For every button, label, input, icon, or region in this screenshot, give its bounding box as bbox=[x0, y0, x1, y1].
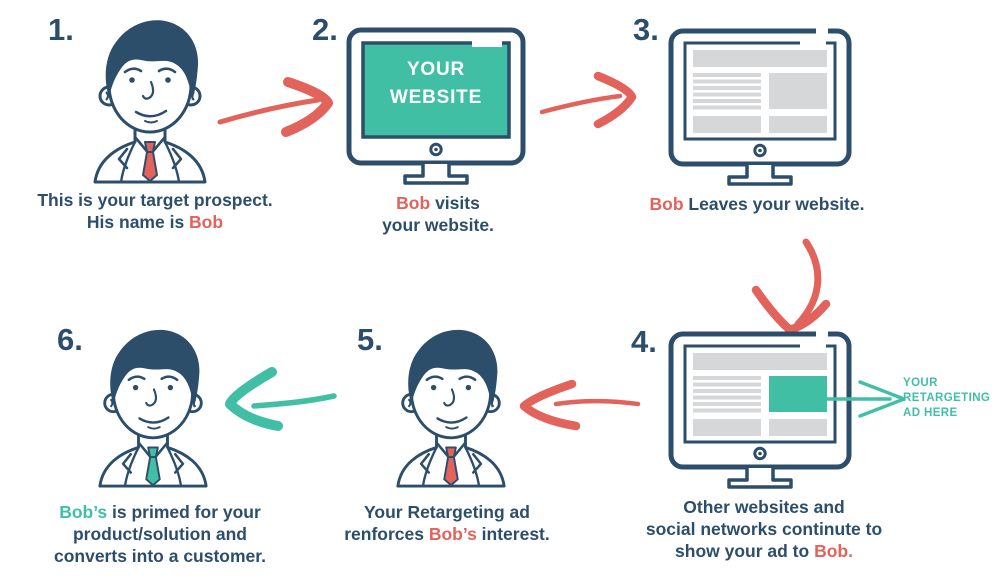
website-screen-label: YOUR WEBSITE bbox=[389, 59, 483, 108]
step-3-number: 3. bbox=[633, 12, 659, 47]
arrow-ad-callout-icon bbox=[824, 380, 906, 418]
step-6-number: 6. bbox=[57, 322, 83, 357]
arrow-step5-to-step6-icon bbox=[225, 367, 337, 431]
step-1-number: 1. bbox=[48, 12, 74, 47]
step-3-caption: Bob Leaves your website. bbox=[649, 194, 865, 214]
step-1-caption: This is your target prospect.His name is… bbox=[37, 190, 273, 232]
arrow-step2-to-step3-icon bbox=[539, 71, 637, 129]
arrow-step4-to-step5-icon bbox=[519, 379, 641, 431]
monitor-webpage-ad-icon bbox=[668, 331, 852, 489]
person-teal-tie-icon bbox=[98, 329, 208, 488]
arrow-step1-to-step2-icon bbox=[217, 77, 333, 137]
step-4-number: 4. bbox=[631, 324, 657, 359]
monitor-your-website-icon bbox=[346, 27, 526, 185]
retargeting-ad-callout-label: YOUR RETARGETING AD HERE bbox=[903, 377, 991, 420]
step-5-number: 5. bbox=[357, 322, 383, 357]
retargeting-ad-block bbox=[769, 376, 827, 412]
arrow-step3-to-step4-icon bbox=[751, 238, 831, 335]
person-red-tie-icon bbox=[93, 20, 207, 184]
monitor-webpage-icon bbox=[668, 28, 852, 186]
step-2-number: 2. bbox=[312, 12, 338, 47]
person-red-tie-icon bbox=[396, 329, 506, 488]
